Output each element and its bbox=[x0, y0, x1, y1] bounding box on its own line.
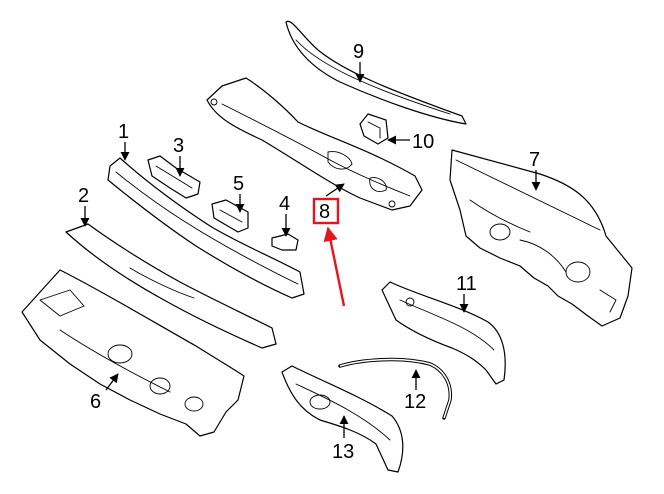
callout-11: 11 bbox=[456, 273, 477, 295]
callout-12: 12 bbox=[404, 391, 426, 413]
callout-labels: 1 2 3 4 5 6 7 8 9 10 11 12 13 bbox=[78, 41, 540, 463]
callout-6: 6 bbox=[90, 391, 101, 413]
part-12-rod bbox=[338, 357, 453, 420]
callout-3: 3 bbox=[173, 135, 184, 157]
highlight-arrow bbox=[323, 226, 346, 307]
leader-8 bbox=[325, 183, 345, 197]
callout-5: 5 bbox=[233, 173, 244, 195]
part-7-dash-panel bbox=[449, 149, 633, 327]
highlight-box bbox=[312, 197, 340, 225]
part-10-bracket bbox=[359, 113, 389, 145]
callout-4: 4 bbox=[279, 193, 290, 215]
leader-lines bbox=[80, 62, 541, 438]
part-11-wheelhouse bbox=[381, 281, 506, 385]
callout-8: 8 bbox=[319, 201, 330, 223]
callout-7: 7 bbox=[529, 149, 540, 171]
part-3-bracket bbox=[147, 155, 201, 199]
callout-13: 13 bbox=[332, 441, 354, 463]
part-8-cowl-panel bbox=[206, 77, 423, 211]
part-5-bracket bbox=[211, 199, 249, 233]
callout-10: 10 bbox=[412, 131, 434, 153]
part-1-cowl-reinforcement bbox=[107, 157, 305, 299]
callout-1: 1 bbox=[118, 121, 129, 143]
highlight-callout-8 bbox=[312, 197, 346, 307]
part-6-cowl-inner bbox=[21, 269, 245, 437]
callout-9: 9 bbox=[353, 41, 364, 63]
part-9-cowl-strip bbox=[285, 20, 467, 125]
leader-6 bbox=[105, 373, 119, 391]
callout-2: 2 bbox=[78, 185, 89, 207]
part-4-clip bbox=[271, 233, 299, 251]
part-2-cross-member bbox=[65, 223, 277, 349]
